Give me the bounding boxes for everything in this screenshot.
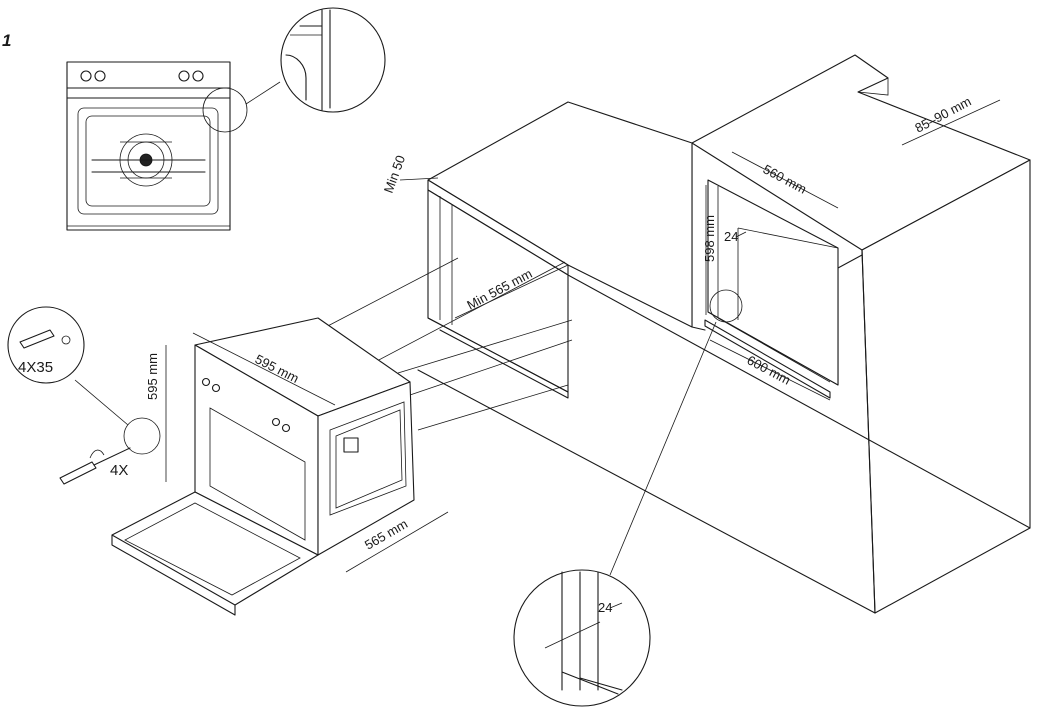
- knob-icon: [94, 70, 106, 82]
- screwdriver-icon: [59, 461, 97, 485]
- dim-side-gap: 24: [724, 229, 738, 244]
- figure-label: 1: [2, 31, 11, 50]
- knob-icon: [192, 70, 204, 82]
- dim-min-top-gap: Min 50: [381, 153, 408, 195]
- screw-detail: 4X35 4X: [7, 306, 161, 485]
- dim-detail-gap: 24: [598, 600, 612, 615]
- dim-column-width: 600 mm: [745, 352, 794, 387]
- dim-oven-height: 595 mm: [145, 353, 160, 400]
- base-cabinet-niche: [417, 101, 1031, 614]
- screw-size-label: 4X35: [18, 359, 53, 376]
- knob-icon: [178, 70, 190, 82]
- projection-lines: [321, 257, 573, 431]
- detail-magnifier-bottom: 24: [513, 289, 743, 707]
- inset-oven-front-view: [66, 61, 231, 231]
- knob-icon: [80, 70, 92, 82]
- tall-column-cabinet: [691, 54, 1031, 614]
- dim-column-height: 598 mm: [702, 215, 717, 262]
- screw-count-label: 4X: [110, 462, 128, 479]
- detail-magnifier-top: [202, 7, 386, 133]
- oven-unit: [111, 317, 415, 616]
- screw-icon: [19, 329, 55, 349]
